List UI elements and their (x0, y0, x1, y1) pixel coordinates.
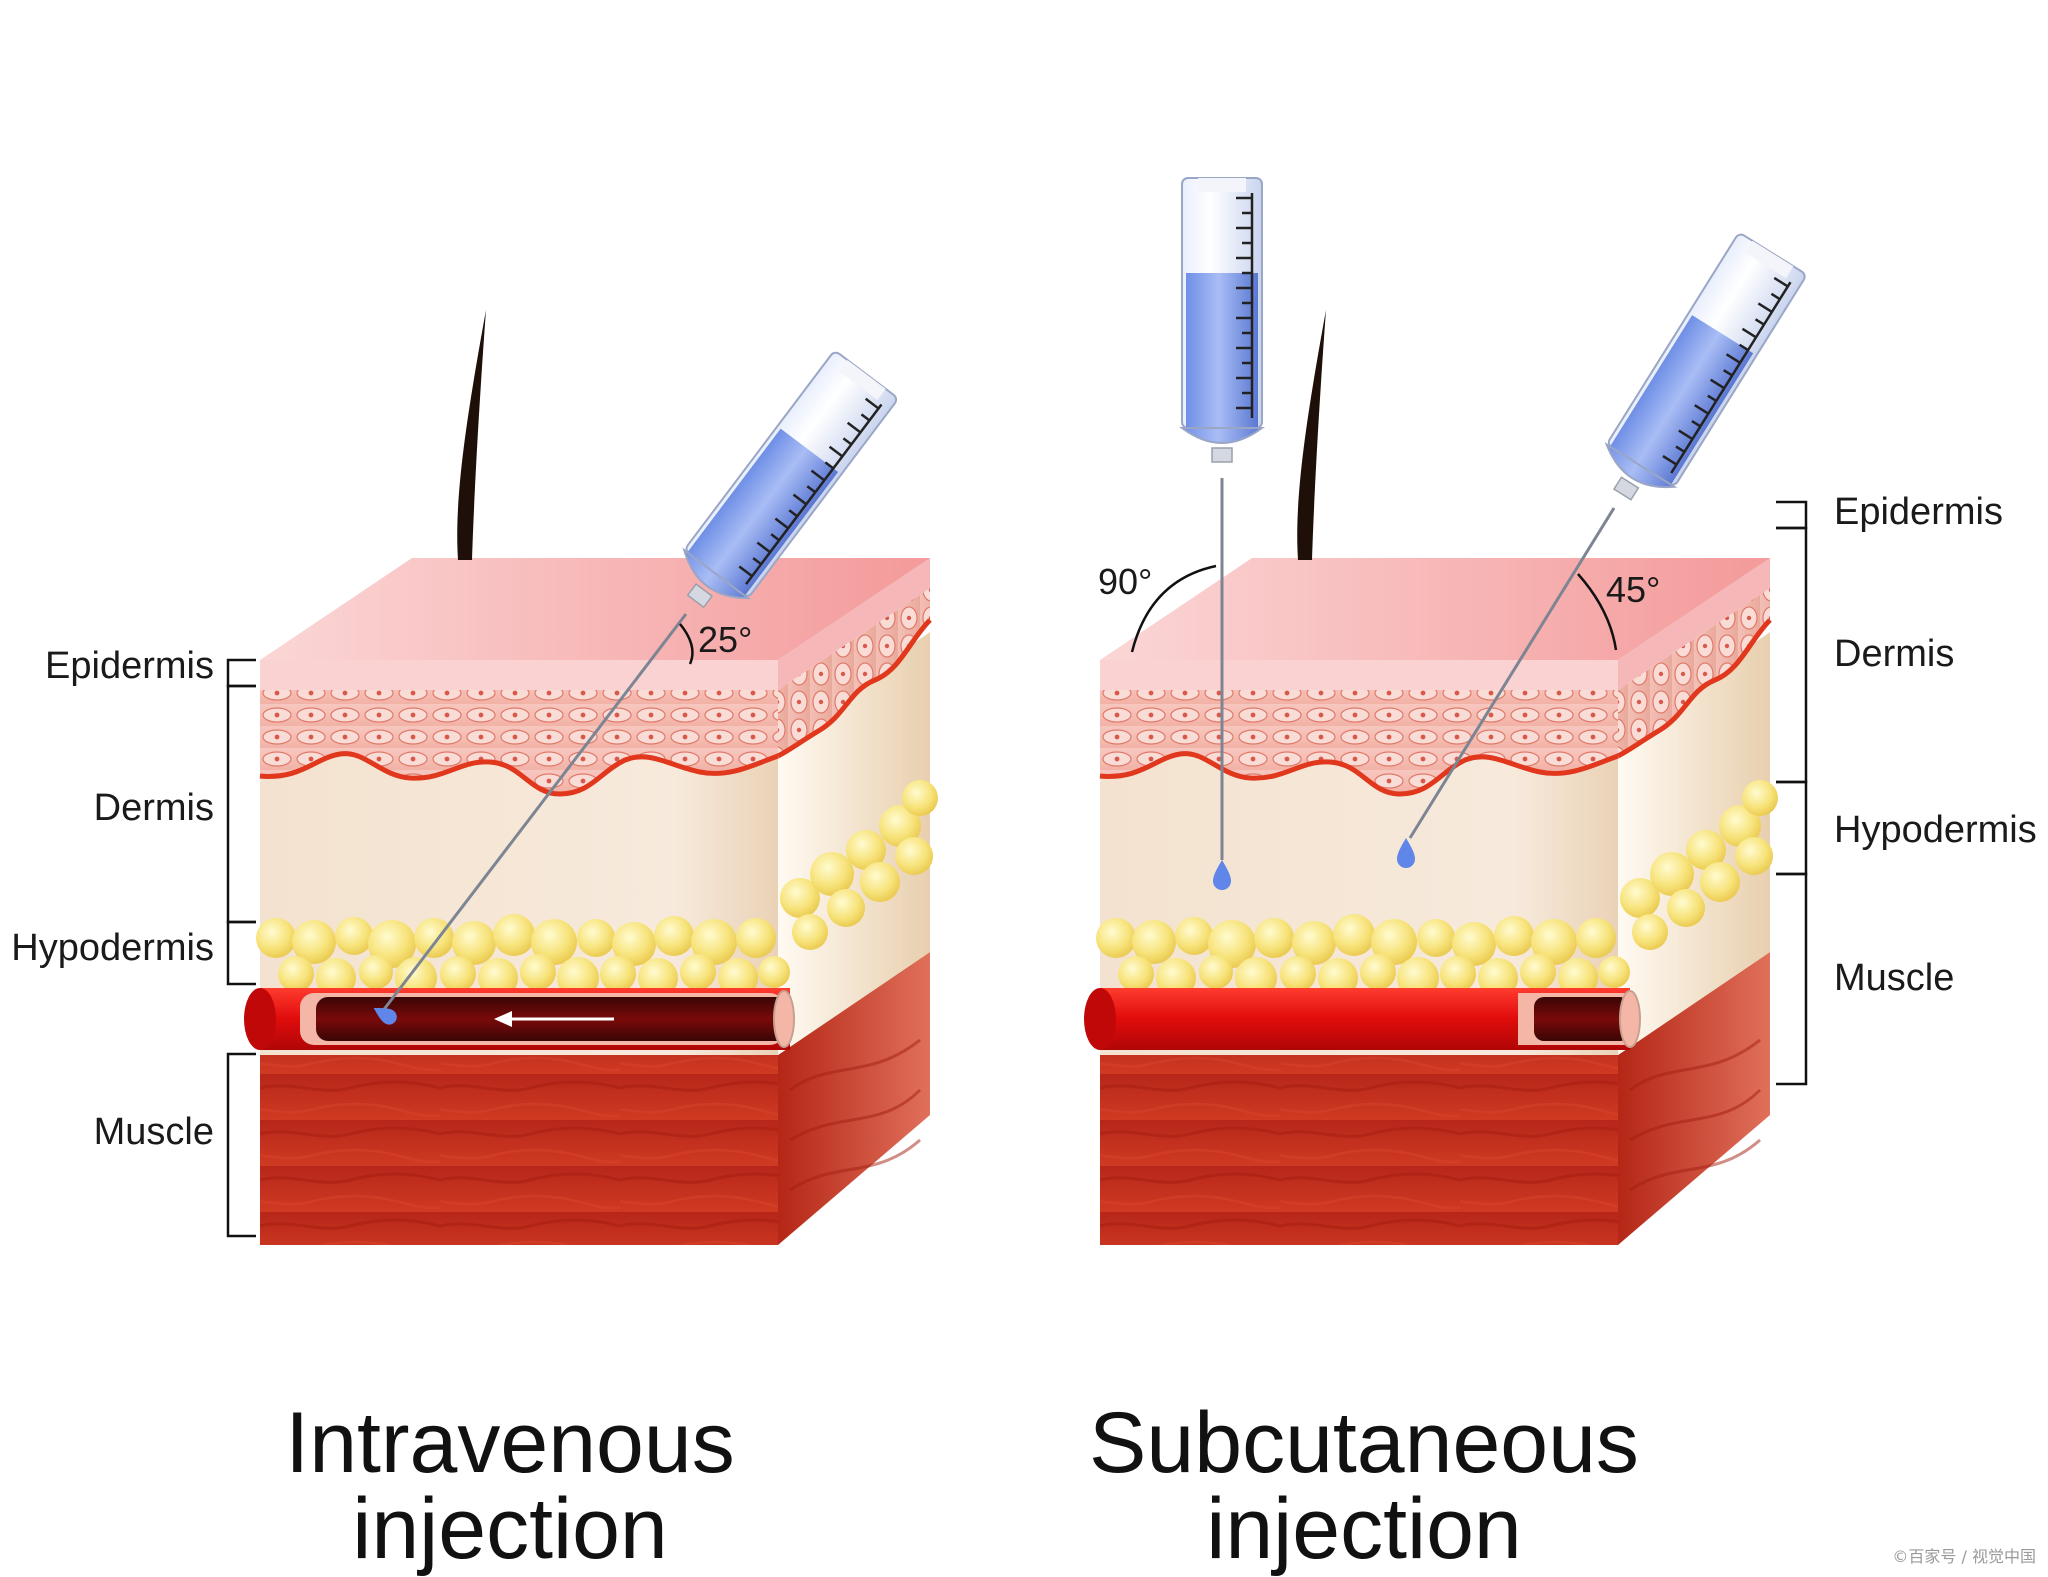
right-title-line2: injection (1206, 1481, 1522, 1577)
left-angle-label: 25° (698, 619, 753, 660)
right-angle-arc-vertical (1130, 564, 1217, 653)
watermark: ©百家号 / 视觉中国 (1892, 1547, 2036, 1566)
right-label-epidermis: Epidermis (1834, 491, 2003, 533)
left-label-hypodermis: Hypodermis (11, 927, 214, 969)
left-layer-brackets (226, 658, 256, 1238)
right-layer-brackets (1776, 500, 1808, 1086)
left-title-line2: injection (352, 1481, 668, 1577)
left-label-epidermis: Epidermis (45, 645, 214, 687)
left-needle (380, 613, 688, 1013)
right-angle-arc-diagonal (1577, 573, 1618, 651)
left-label-muscle: Muscle (93, 1111, 214, 1153)
flow-arrow-head (494, 1011, 512, 1027)
left-label-dermis: Dermis (93, 787, 214, 829)
left-title-line1: Intravenous (285, 1395, 735, 1491)
right-hair (1297, 310, 1326, 560)
right-blood-vessel (1084, 988, 1641, 1050)
right-title-line1: Subcutaneous (1089, 1395, 1639, 1491)
left-angle-arc (679, 623, 694, 665)
right-syringe-diagonal (1587, 231, 1809, 517)
right-label-muscle: Muscle (1834, 957, 1955, 999)
right-needle-diagonal (1408, 507, 1616, 839)
left-hair (457, 310, 486, 560)
right-angle-label-diagonal: 45° (1606, 569, 1661, 610)
right-syringe-vertical (1180, 176, 1264, 464)
left-blood-vessel (244, 988, 795, 1050)
right-label-hypodermis: Hypodermis (1834, 809, 2037, 851)
left-skin-block (256, 558, 938, 1245)
right-angle-label-vertical: 90° (1098, 561, 1153, 602)
right-skin-block (1096, 558, 1778, 1245)
right-label-dermis: Dermis (1834, 633, 1955, 675)
